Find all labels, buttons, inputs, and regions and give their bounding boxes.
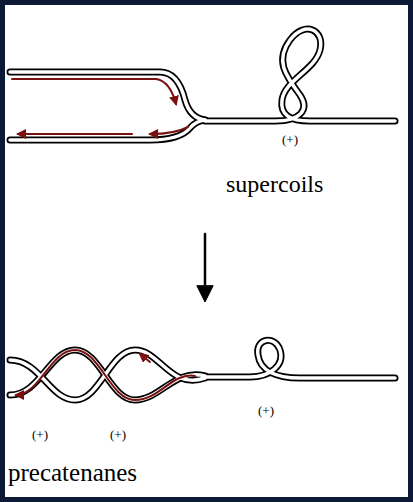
supercoil-sign: (+)	[282, 133, 298, 146]
supercoils-label: supercoils	[226, 172, 323, 196]
precatenane-sign: (+)	[32, 428, 48, 441]
supercoil-sign: (+)	[258, 404, 274, 417]
precatenane-sign: (+)	[110, 428, 126, 441]
precatenanes-label: precatenanes	[8, 460, 137, 485]
